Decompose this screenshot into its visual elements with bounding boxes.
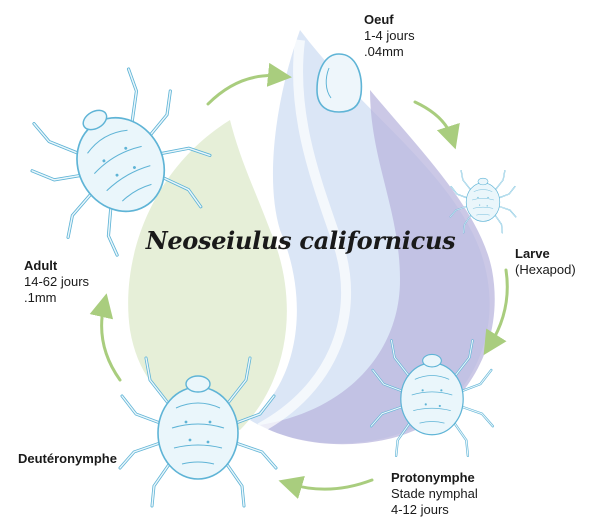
deutonymph-name: Deutéronymphe <box>18 451 117 467</box>
adult-label: Adult 14-62 jours .1mm <box>24 258 89 306</box>
larva-name: Larve <box>515 246 576 262</box>
egg-label: Oeuf 1-4 jours .04mm <box>364 12 415 60</box>
protonymph-stage: Stade nymphal <box>391 486 478 502</box>
egg-icon <box>317 54 361 112</box>
egg-size: .04mm <box>364 44 415 60</box>
adult-size: .1mm <box>24 290 89 306</box>
species-title: Neoseiulus californicus <box>0 226 601 255</box>
larva-label: Larve (Hexapod) <box>515 246 576 278</box>
egg-name: Oeuf <box>364 12 415 28</box>
protonymph-duration: 4-12 jours <box>391 502 478 518</box>
protonymph-name: Protonymphe <box>391 470 478 486</box>
protonymph-label: Protonymphe Stade nymphal 4-12 jours <box>391 470 478 518</box>
egg-duration: 1-4 jours <box>364 28 415 44</box>
adult-name: Adult <box>24 258 89 274</box>
deutonymph-label: Deutéronymphe <box>18 451 117 467</box>
adult-duration: 14-62 jours <box>24 274 89 290</box>
larva-note: (Hexapod) <box>515 262 576 278</box>
